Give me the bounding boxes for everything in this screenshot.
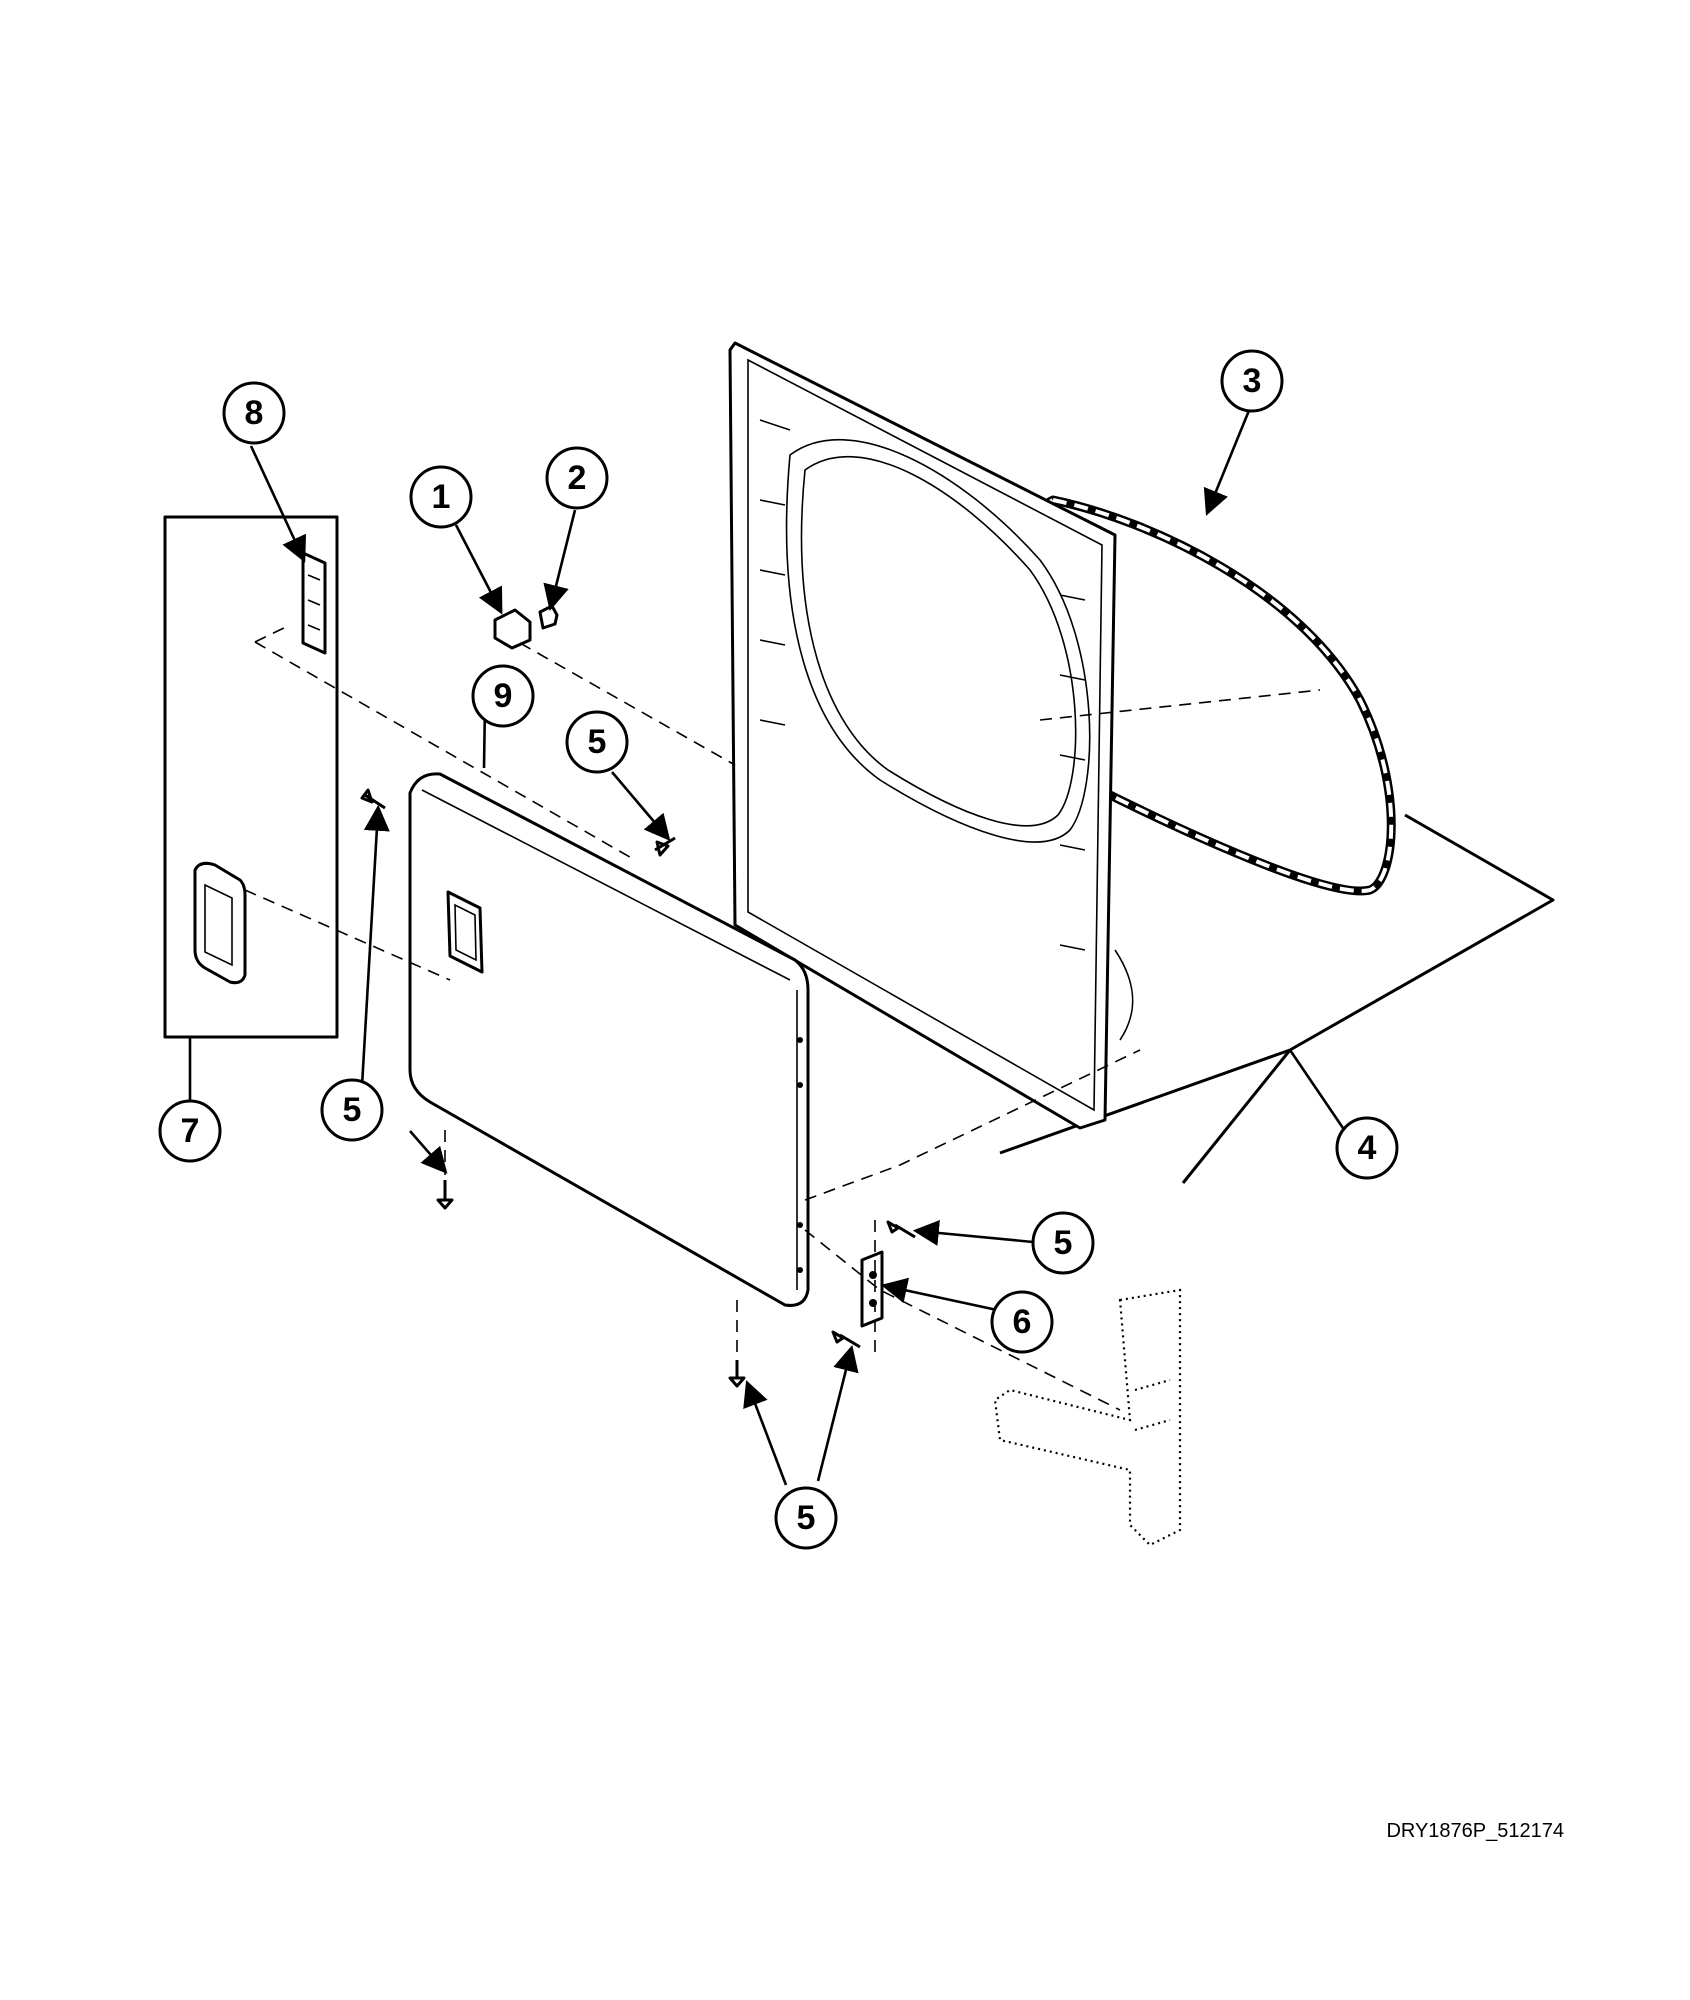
door-hinge [860, 1250, 884, 1328]
callout-2: 2 [545, 446, 609, 510]
drawing-id: DRY1876P_512174 [1386, 1820, 1564, 1842]
hinge-pin [538, 604, 559, 630]
screw-3 [436, 1180, 454, 1210]
callout-9-label: 9 [494, 677, 513, 715]
callout-2-label: 2 [568, 459, 587, 497]
callout-4-label: 4 [1358, 1129, 1377, 1167]
screw-2 [654, 836, 676, 857]
screw-4 [886, 1220, 916, 1239]
leader-lines [188, 407, 1347, 1486]
callout-3: 3 [1220, 349, 1284, 413]
assembly-lines [244, 624, 1321, 1411]
callout-5-left: 5 [320, 1078, 384, 1142]
callout-5-right-label: 5 [1054, 1224, 1073, 1262]
screw-1 [360, 788, 386, 810]
outer-door-panel [408, 772, 810, 1307]
callout-6-label: 6 [1013, 1303, 1032, 1341]
callout-5-right: 5 [1031, 1211, 1095, 1275]
door-strike [301, 551, 327, 655]
callout-5-top: 5 [565, 710, 629, 774]
callout-7: 7 [158, 1099, 222, 1163]
callout-1: 1 [409, 465, 473, 529]
cabinet-front-panel [999, 813, 1555, 1184]
callout-9: 9 [471, 664, 535, 728]
handle-kit-box [163, 515, 339, 1039]
screw-5 [831, 1330, 861, 1349]
callout-6: 6 [990, 1290, 1054, 1354]
hinge-clip [493, 608, 532, 650]
door-handle [193, 861, 247, 985]
callout-5-bottom-label: 5 [797, 1499, 816, 1537]
screw-6 [728, 1360, 746, 1388]
callout-8: 8 [222, 381, 286, 445]
callout-5-left-label: 5 [343, 1091, 362, 1129]
callout-7-label: 7 [181, 1112, 200, 1150]
cabinet-side-reference [993, 1288, 1182, 1547]
callout-8-label: 8 [245, 394, 264, 432]
callout-3-label: 3 [1243, 362, 1262, 400]
callout-4: 4 [1335, 1116, 1399, 1180]
callout-1-label: 1 [432, 478, 451, 516]
callout-5-top-label: 5 [588, 723, 607, 761]
door-inner-panel [728, 341, 1134, 1130]
callout-5-bottom: 5 [774, 1486, 838, 1550]
